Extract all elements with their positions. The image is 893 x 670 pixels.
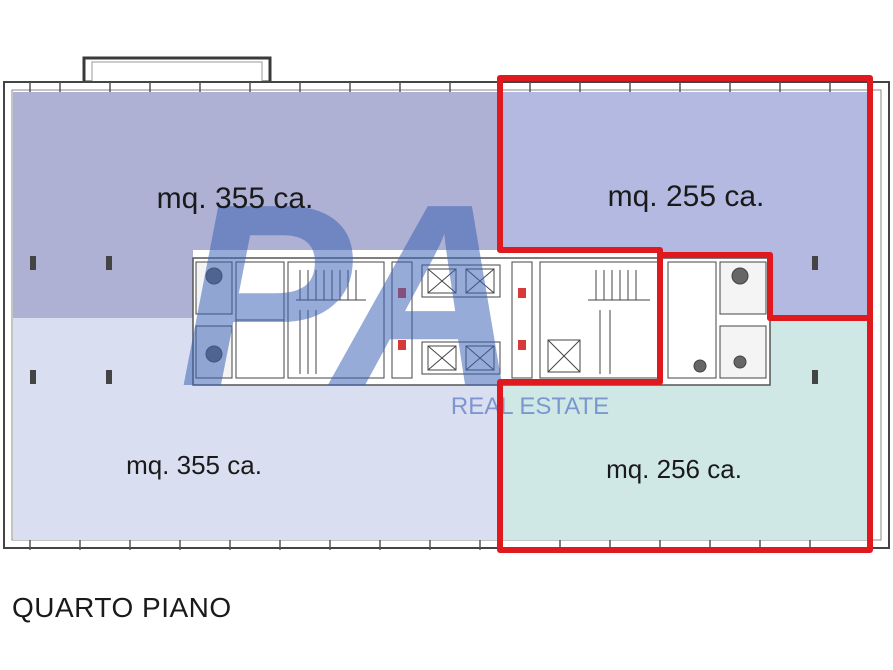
zone-label-northeast: mq. 255 ca. <box>608 180 765 213</box>
perimeter-columns <box>30 256 818 384</box>
watermark-text: REAL ESTATE <box>451 393 609 420</box>
highlight-outline-southeast <box>497 252 873 553</box>
watermark-monogram: PA <box>179 151 521 441</box>
zone-southeast[interactable] <box>500 318 867 540</box>
core-details <box>195 261 767 379</box>
zone-label-southeast: mq. 256 ca. <box>606 454 742 484</box>
top-balcony-inner <box>91 61 263 83</box>
zone-label-southwest: mq. 355 ca. <box>126 450 262 480</box>
floor-plan: PA REAL ESTATE mq. 355 ca. mq. 255 ca. m… <box>3 56 890 553</box>
top-window-ticks <box>29 82 831 92</box>
central-core <box>192 257 771 386</box>
zone-northeast[interactable] <box>500 92 867 318</box>
watermark: PA REAL ESTATE <box>179 151 609 441</box>
zone-northwest <box>13 92 500 318</box>
zone-label-northwest: mq. 355 ca. <box>157 182 314 215</box>
floor-caption: QUARTO PIANO <box>12 592 232 623</box>
zone-southwest <box>13 318 500 540</box>
exit-markers <box>398 288 526 350</box>
